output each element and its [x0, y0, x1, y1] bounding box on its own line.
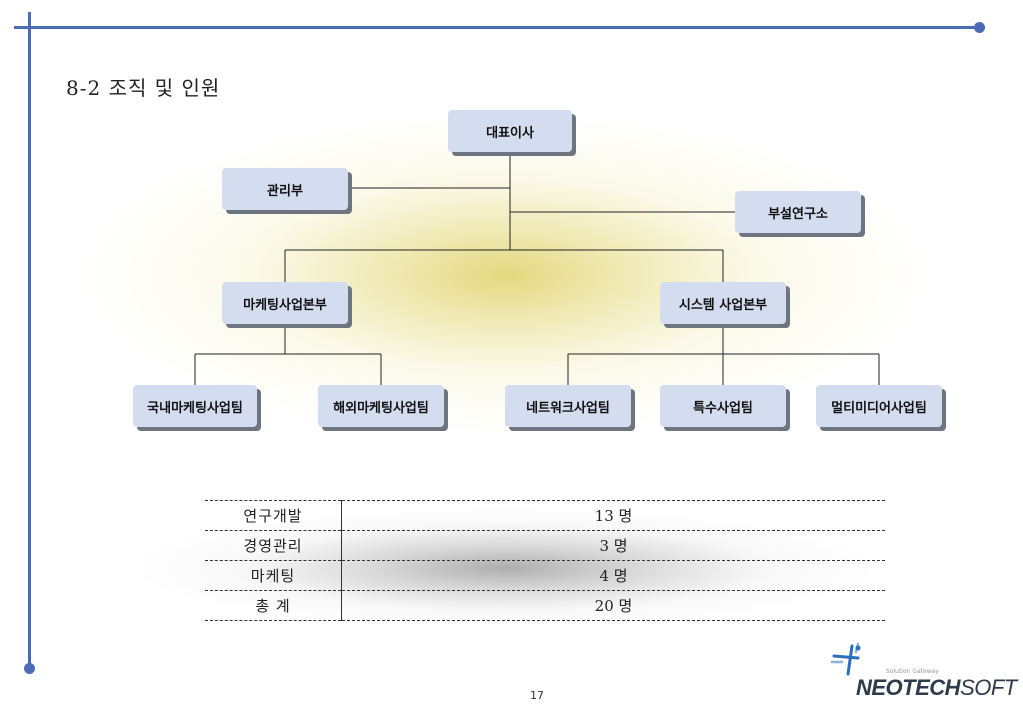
org-node-domestic-marketing: 국내마케팅사업팀 [133, 385, 257, 427]
org-node-special: 특수사업팀 [660, 385, 786, 427]
org-chart-background-glow [40, 95, 970, 495]
logo-mark-icon [830, 642, 861, 676]
staff-table: 연구개발 13 명 경영관리 3 명 마케팅 4 명 총 계 20 명 [205, 500, 885, 621]
logo-tagline: Solution Gateway [886, 668, 939, 675]
frame-corner-dot [974, 22, 985, 33]
table-row: 마케팅 4 명 [205, 560, 885, 591]
logo-word-light: SOFT [960, 675, 1017, 700]
top-frame-line [14, 26, 978, 29]
staff-count: 4 명 [341, 560, 885, 591]
table-row: 연구개발 13 명 [205, 500, 885, 531]
logo-wordmark: NEOTECHSOFT [856, 675, 1017, 701]
staff-count: 13 명 [341, 500, 885, 531]
table-row: 경영관리 3 명 [205, 530, 885, 561]
org-node-system-division: 시스템 사업본부 [660, 282, 786, 324]
staff-count: 3 명 [341, 530, 885, 561]
staff-category: 총 계 [205, 590, 342, 621]
org-node-research-lab: 부설연구소 [735, 191, 861, 233]
logo-word-bold: NEOTECH [856, 675, 961, 700]
left-frame-line [28, 12, 31, 668]
org-node-admin: 관리부 [222, 168, 348, 210]
org-node-ceo: 대표이사 [448, 110, 572, 152]
org-node-marketing-division: 마케팅사업본부 [222, 282, 348, 324]
org-node-network: 네트워크사업팀 [505, 385, 631, 427]
page-number: 17 [530, 689, 544, 702]
staff-category: 마케팅 [205, 560, 342, 591]
staff-category: 경영관리 [205, 530, 342, 561]
staff-category: 연구개발 [205, 500, 342, 531]
frame-corner-dot [24, 663, 35, 674]
company-logo: Solution Gateway NEOTECHSOFT [828, 640, 1018, 700]
org-node-overseas-marketing: 해외마케팅사업팀 [318, 385, 444, 427]
staff-count: 20 명 [341, 590, 885, 621]
org-node-multimedia: 멀티미디어사업팀 [816, 385, 942, 427]
table-row: 총 계 20 명 [205, 590, 885, 621]
